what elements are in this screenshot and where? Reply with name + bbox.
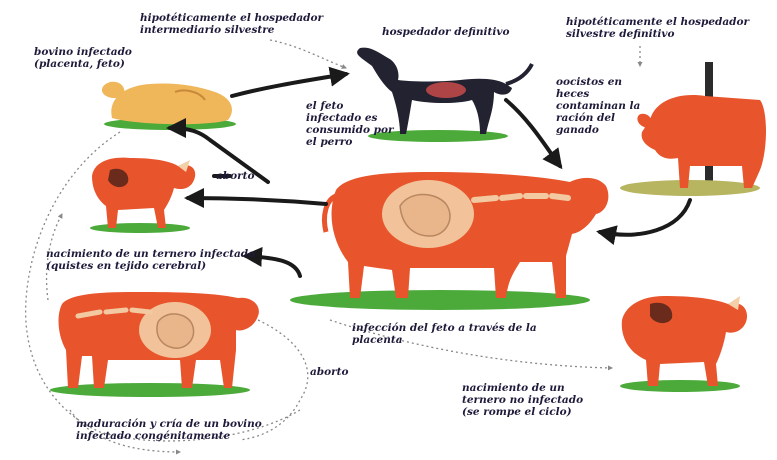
label-uninfected-calf-birth: nacimiento de un ternero no infectado (s… [462,382,583,418]
label-infected-calf-birth: nacimiento de un ternero infectado (quis… [46,248,255,272]
uninfected-calf-illustration [620,296,747,392]
label-oocysts: oocistos en heces contaminan la ración d… [556,76,640,136]
label-placenta-infection: infección del feto a través de la placen… [352,322,537,346]
infected-calf-illustration [90,158,195,233]
pregnant-cow-illustration [290,172,608,310]
infected-fetus-illustration [102,82,236,130]
label-wild-definitive-host: hipotéticamente el hospedador silvestre … [566,16,749,40]
label-maturation: maduración y cría de un bovino infectado… [76,418,262,442]
label-abortion-top: aborto [216,170,255,182]
label-infected-bovine: bovino infectado (placenta, feto) [34,46,132,70]
label-definitive-host: hospedador definitivo [382,26,509,38]
label-intermediate-host: hipotéticamente el hospedador intermedia… [140,12,323,36]
feeding-cow-illustration [620,62,766,196]
label-abortion-bottom: aborto [310,366,349,378]
label-fetus-eaten: el feto infectado es consumido por el pe… [306,100,394,148]
congenital-cow-illustration [50,292,259,397]
